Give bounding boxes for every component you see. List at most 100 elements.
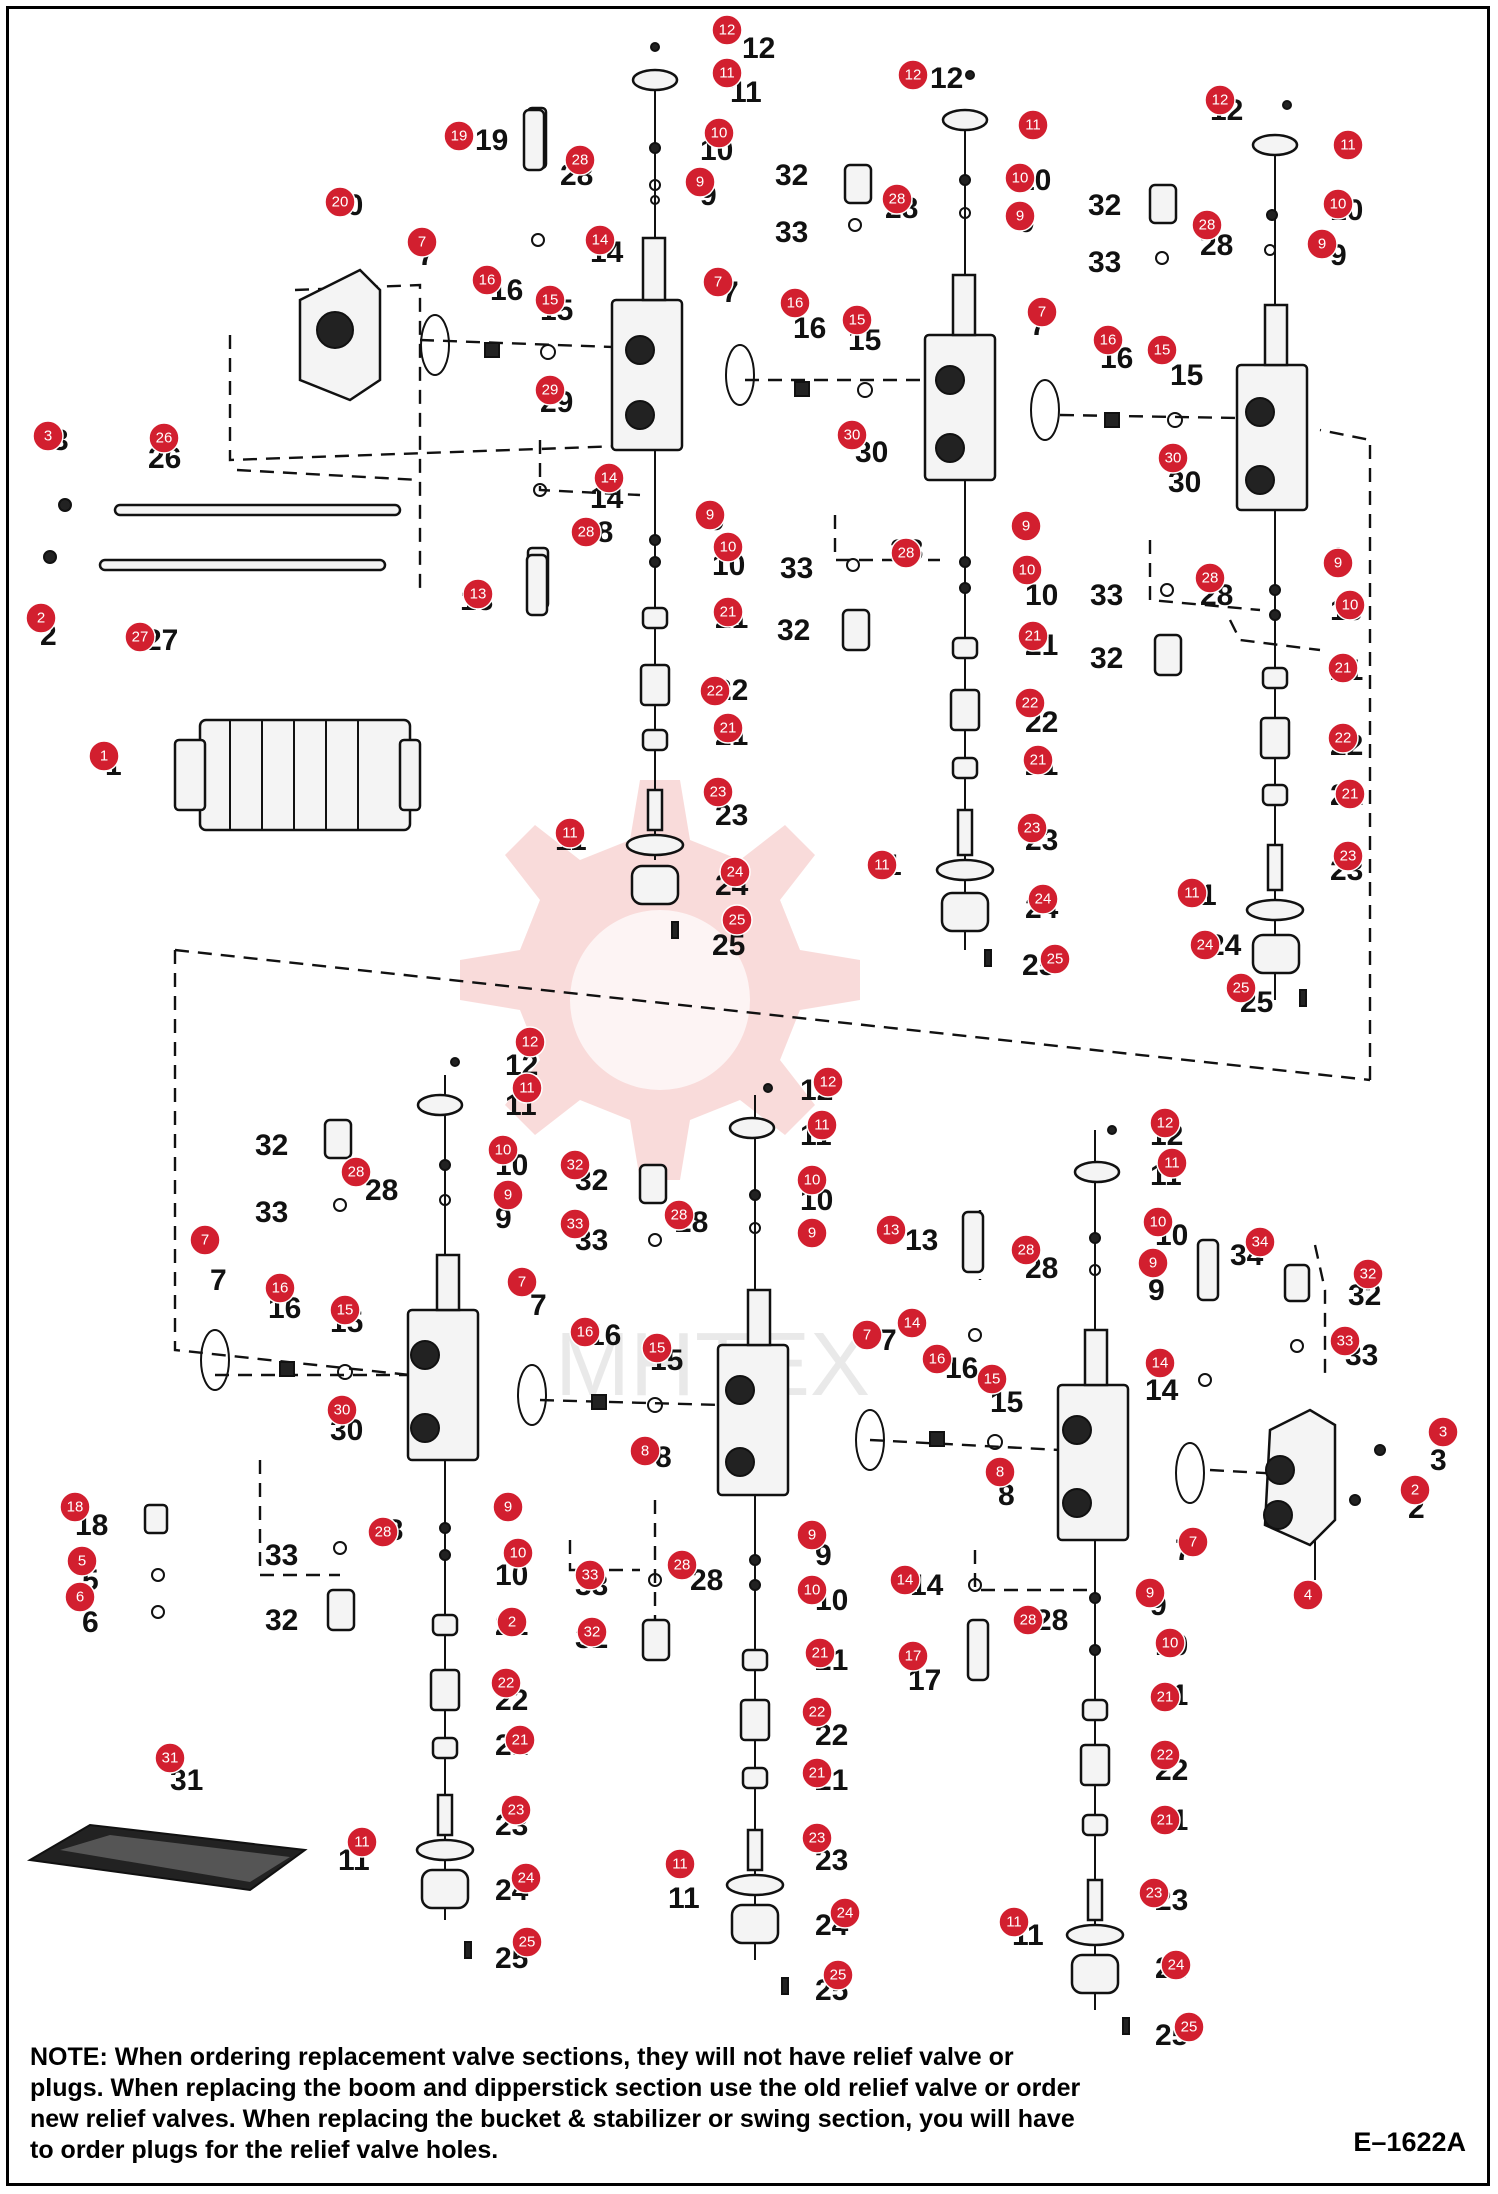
svg-text:28: 28 xyxy=(365,1174,398,1207)
svg-text:10: 10 xyxy=(804,1172,821,1189)
svg-text:33: 33 xyxy=(775,216,808,249)
svg-text:5: 5 xyxy=(78,1553,86,1570)
svg-text:24: 24 xyxy=(518,1870,535,1887)
svg-text:10: 10 xyxy=(495,1142,512,1159)
svg-text:33: 33 xyxy=(567,1216,584,1233)
svg-text:16: 16 xyxy=(787,295,804,312)
svg-text:7: 7 xyxy=(1038,304,1046,321)
svg-text:6: 6 xyxy=(82,1606,99,1639)
svg-text:13: 13 xyxy=(905,1224,938,1257)
svg-text:32: 32 xyxy=(777,614,810,647)
svg-text:10: 10 xyxy=(804,1582,821,1599)
svg-text:33: 33 xyxy=(1090,579,1123,612)
svg-text:14: 14 xyxy=(601,470,618,487)
svg-text:28: 28 xyxy=(898,545,915,562)
svg-text:22: 22 xyxy=(707,683,724,700)
svg-text:19: 19 xyxy=(475,124,508,157)
svg-text:32: 32 xyxy=(255,1129,288,1162)
svg-text:15: 15 xyxy=(1154,342,1171,359)
left-parts xyxy=(43,108,549,832)
svg-text:25: 25 xyxy=(1233,980,1250,997)
svg-text:28: 28 xyxy=(1199,217,1216,234)
svg-text:23: 23 xyxy=(1024,820,1041,837)
svg-text:9: 9 xyxy=(808,1225,816,1242)
svg-text:31: 31 xyxy=(162,1750,179,1767)
svg-text:24: 24 xyxy=(1197,937,1214,954)
svg-text:10: 10 xyxy=(1162,1635,1179,1652)
svg-text:7: 7 xyxy=(863,1327,871,1344)
svg-text:21: 21 xyxy=(1025,628,1042,645)
svg-text:14: 14 xyxy=(904,1315,921,1332)
svg-text:28: 28 xyxy=(348,1164,365,1181)
svg-text:32: 32 xyxy=(584,1624,601,1641)
svg-text:10: 10 xyxy=(1150,1214,1167,1231)
svg-text:33: 33 xyxy=(1088,246,1121,279)
svg-text:11: 11 xyxy=(1340,137,1356,154)
svg-text:7: 7 xyxy=(530,1289,547,1322)
svg-text:11: 11 xyxy=(1006,1914,1022,1931)
svg-text:24: 24 xyxy=(837,1905,854,1922)
svg-text:30: 30 xyxy=(334,1402,351,1419)
svg-text:9: 9 xyxy=(1334,555,1342,572)
svg-text:28: 28 xyxy=(572,152,589,169)
svg-text:19: 19 xyxy=(451,128,468,145)
svg-text:21: 21 xyxy=(1157,1812,1174,1829)
svg-text:9: 9 xyxy=(1318,236,1326,253)
svg-text:11: 11 xyxy=(1164,1155,1180,1172)
svg-text:15: 15 xyxy=(542,292,559,309)
svg-text:10: 10 xyxy=(1330,196,1347,213)
svg-text:30: 30 xyxy=(844,427,861,444)
svg-text:7: 7 xyxy=(210,1264,227,1297)
svg-text:12: 12 xyxy=(905,67,922,84)
svg-text:32: 32 xyxy=(1088,189,1121,222)
svg-text:8: 8 xyxy=(996,1464,1004,1481)
svg-text:16: 16 xyxy=(479,272,496,289)
note-text: When ordering replacement valve sections… xyxy=(30,2043,1081,2164)
svg-text:10: 10 xyxy=(720,539,737,556)
callout-markers: 12 11 10 9 28 19 14 20 7 16 15 29 14 28 … xyxy=(25,14,1459,2043)
diagram-frame xyxy=(6,6,1490,2186)
svg-text:1: 1 xyxy=(100,748,108,765)
svg-text:23: 23 xyxy=(1146,1885,1163,1902)
svg-text:15: 15 xyxy=(337,1302,354,1319)
svg-text:21: 21 xyxy=(812,1645,829,1662)
svg-text:16: 16 xyxy=(1100,332,1117,349)
svg-text:10: 10 xyxy=(1342,597,1359,614)
svg-text:14: 14 xyxy=(1145,1374,1179,1407)
end-cap-group xyxy=(1175,1238,1386,1580)
svg-text:21: 21 xyxy=(720,720,737,737)
svg-text:12: 12 xyxy=(742,32,775,65)
svg-text:32: 32 xyxy=(265,1604,298,1637)
svg-text:17: 17 xyxy=(905,1648,922,1665)
svg-text:23: 23 xyxy=(809,1830,826,1847)
svg-text:9: 9 xyxy=(1149,1255,1157,1272)
svg-text:23: 23 xyxy=(1340,848,1357,865)
svg-text:11: 11 xyxy=(1025,117,1041,134)
svg-text:21: 21 xyxy=(1342,786,1359,803)
svg-text:13: 13 xyxy=(883,1222,900,1239)
svg-text:7: 7 xyxy=(201,1232,209,1249)
svg-text:14: 14 xyxy=(897,1572,914,1589)
svg-text:22: 22 xyxy=(498,1675,515,1692)
svg-text:12: 12 xyxy=(719,22,736,39)
valve-section-bottom-2 xyxy=(517,1083,790,1995)
svg-text:11: 11 xyxy=(814,1117,830,1134)
svg-text:18: 18 xyxy=(67,1499,84,1516)
svg-text:22: 22 xyxy=(1335,730,1352,747)
svg-text:20: 20 xyxy=(332,194,349,211)
svg-text:10: 10 xyxy=(1012,170,1029,187)
svg-text:21: 21 xyxy=(512,1732,529,1749)
svg-text:28: 28 xyxy=(889,191,906,208)
svg-text:22: 22 xyxy=(1157,1747,1174,1764)
svg-text:11: 11 xyxy=(874,857,890,874)
svg-text:11: 11 xyxy=(668,1882,700,1915)
svg-text:24: 24 xyxy=(1035,891,1052,908)
svg-text:16: 16 xyxy=(929,1351,946,1368)
svg-text:12: 12 xyxy=(1157,1115,1174,1132)
svg-text:12: 12 xyxy=(1212,92,1229,109)
svg-text:7: 7 xyxy=(418,234,426,251)
svg-text:9: 9 xyxy=(1022,518,1030,535)
svg-text:25: 25 xyxy=(1047,951,1064,968)
svg-text:22: 22 xyxy=(809,1704,826,1721)
